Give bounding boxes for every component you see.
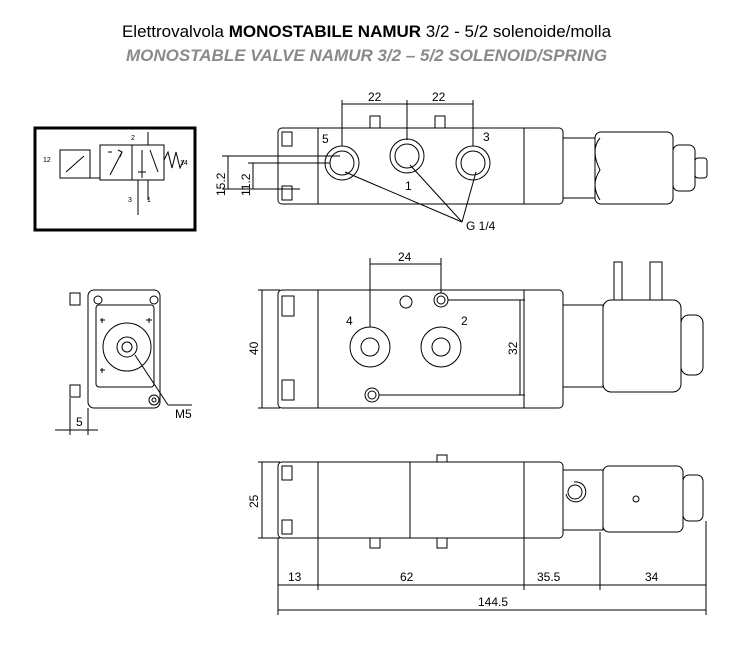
front-dim-32: 32 [506,341,520,355]
end-screw-label: M5 [175,407,192,421]
document-subtitle: MONOSTABLE VALVE NAMUR 3/2 – 5/2 SOLENOI… [125,46,608,65]
symbol-port-12: 12 [43,157,51,164]
end-view: M5 5 [55,289,192,435]
front-port-2: 2 [461,314,468,328]
end-dim-5: 5 [76,415,83,429]
bottom-dim-35-5: 35.5 [537,570,561,584]
bottom-dim-34: 34 [645,570,659,584]
bottom-dim-25: 25 [247,494,261,508]
symbol-port-2: 2 [131,135,135,142]
symbol-port-14: 14 [180,160,188,167]
front-dim-40: 40 [247,341,261,355]
top-port-5: 5 [322,132,329,146]
front-dim-24: 24 [398,250,412,264]
top-dim-11-2: 11.2 [239,173,253,196]
front-port-4: 4 [346,314,353,328]
bottom-view: 25 13 62 35.5 34 144.5 [247,454,707,615]
top-dim-left: 22 [368,90,382,104]
top-port-1: 1 [405,179,412,193]
top-thread-label: G 1/4 [466,219,496,233]
pneumatic-symbol: 2 12 14 3 1 [33,126,197,232]
top-dim-15-2: 15.2 [214,172,228,196]
symbol-port-1: 1 [147,197,151,204]
bottom-dim-13: 13 [288,570,302,584]
front-view: 24 32 40 4 2 [247,250,704,409]
symbol-port-3: 3 [128,197,132,204]
top-view: 22 22 15.2 11.2 5 3 1 G 1/4 [214,90,708,233]
document-title: Elettrovalvola MONOSTABILE NAMUR 3/2 - 5… [121,22,612,41]
top-dim-right: 22 [432,90,446,104]
bottom-dim-62: 62 [400,570,414,584]
top-port-3: 3 [483,130,490,144]
bottom-dim-total: 144.5 [478,595,508,609]
